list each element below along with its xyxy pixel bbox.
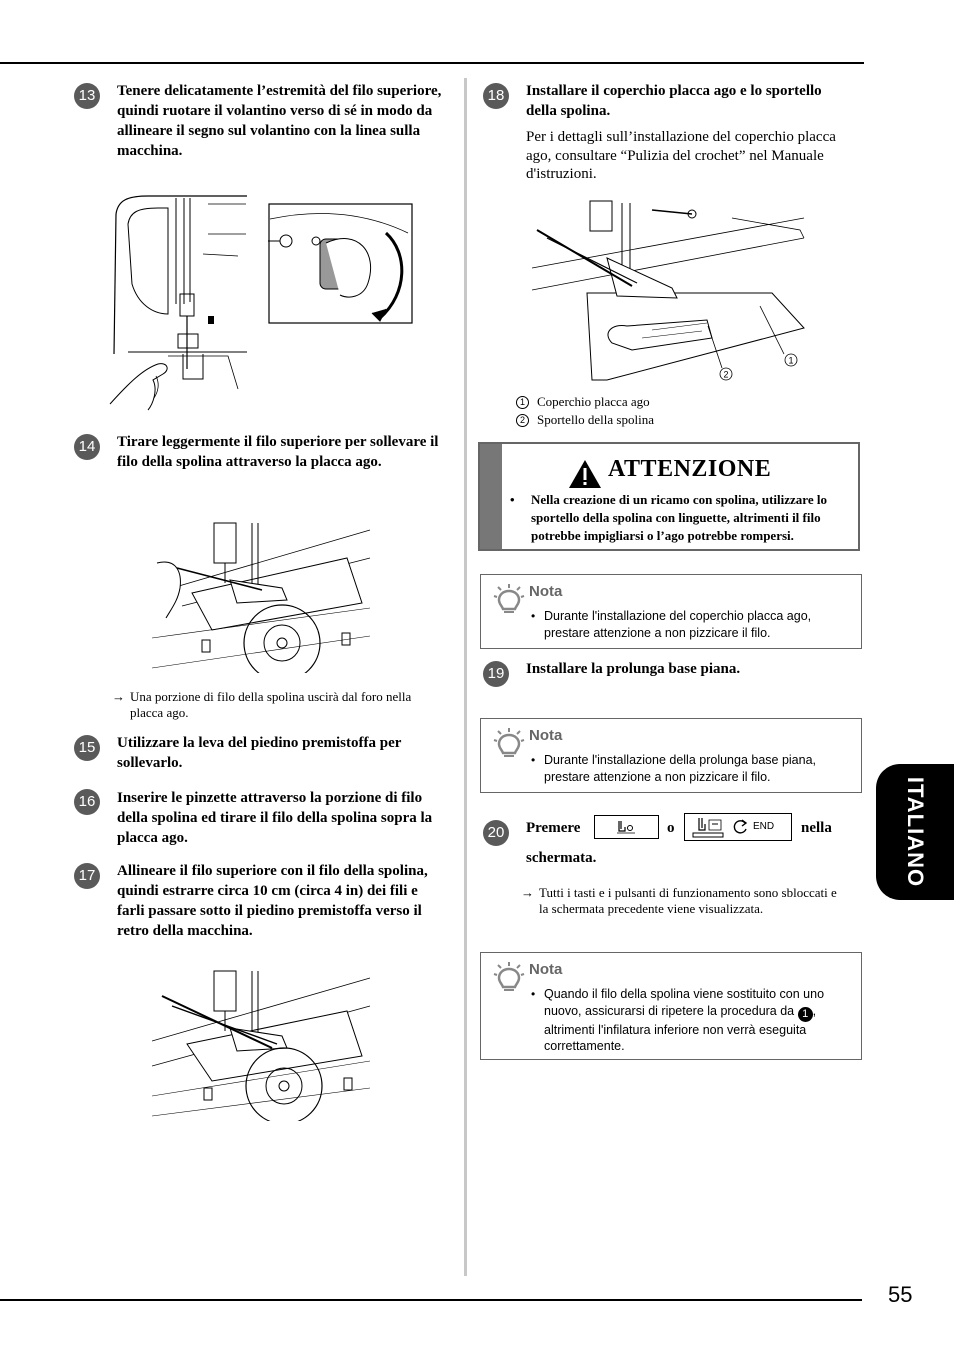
attention-text: Nella creazione di un ricamo con spolina… xyxy=(531,492,827,543)
illustration-threads-under-foot xyxy=(152,966,372,1121)
nota-3-text: Quando il filo della spolina viene sosti… xyxy=(544,986,849,1055)
illustration-machine-front xyxy=(108,194,248,412)
step-16-text: Inserire le pinzette attraverso la porzi… xyxy=(117,790,433,846)
illustration-needle-plate-cover: 1 2 xyxy=(532,198,812,384)
nota-3-text-before: Quando il filo della spolina viene sosti… xyxy=(544,987,825,1018)
nota-2-title: Nota xyxy=(529,727,563,744)
illustration-pull-bobbin-thread xyxy=(152,518,372,673)
nota-2-bullet: • xyxy=(531,753,536,767)
nota-2-text: Durante l'installazione della prolunga b… xyxy=(544,753,817,784)
step-13-badge: 13 xyxy=(74,83,100,109)
step-20-nella: nella xyxy=(801,820,832,836)
step-20-badge: 20 xyxy=(483,820,509,846)
nota-1-bullet: • xyxy=(531,609,536,623)
nota-3-bullet: • xyxy=(531,987,536,1001)
attention-bullet: • xyxy=(510,492,515,507)
refresh-icon xyxy=(731,818,749,841)
lightbulb-icon xyxy=(493,583,525,620)
presser-foot-key[interactable] xyxy=(594,815,659,839)
step-14-badge: 14 xyxy=(74,434,100,460)
step-20-schermata: schermata. xyxy=(526,850,597,866)
step-14-result: → Una porzione di filo della spolina usc… xyxy=(112,689,440,721)
step-20-result: → Tutti i tasti e i pulsanti di funziona… xyxy=(521,885,839,917)
end-label: END xyxy=(753,821,775,832)
step-17-text: Allineare il filo superiore con il filo … xyxy=(117,863,428,939)
step-13-text: Tenere delicatamente l’estremità del fil… xyxy=(117,83,442,159)
illustration-handwheel xyxy=(268,203,414,325)
step-16-badge: 16 xyxy=(74,789,100,815)
caption-2: 2 Sportello della spolina xyxy=(516,411,654,429)
arrow-icon: → xyxy=(521,885,534,900)
unlock-end-key[interactable]: END xyxy=(684,813,792,841)
step-19-badge: 19 xyxy=(483,661,509,687)
caption-2-number: 2 xyxy=(516,414,529,427)
nota-box-2: Nota • Durante l'installazione della pro… xyxy=(480,718,862,793)
nota-1-text: Durante l'installazione del coperchio pl… xyxy=(544,609,812,640)
step-17-badge: 17 xyxy=(74,863,100,889)
attention-title: ATTENZIONE xyxy=(608,456,772,482)
step-15-badge: 15 xyxy=(74,735,100,761)
caption-1-text: Coperchio placca ago xyxy=(537,394,650,409)
lightbulb-icon xyxy=(493,961,525,998)
step-18-text: Installare il coperchio placca ago e lo … xyxy=(526,83,822,119)
nota-box-1: Nota • Durante l'installazione del coper… xyxy=(480,574,862,649)
step-15-text: Utilizzare la leva del piedino premistof… xyxy=(117,735,402,771)
page-number: 55 xyxy=(888,1282,913,1307)
nota-1-title: Nota xyxy=(529,583,563,600)
arrow-icon: → xyxy=(112,689,125,704)
top-rule xyxy=(0,62,864,64)
callout-2-label: 2 xyxy=(723,370,728,380)
step-20-o: o xyxy=(667,820,675,836)
step-14-text: Tirare leggermente il filo superiore per… xyxy=(117,434,439,470)
language-tab-label: ITALIANO xyxy=(903,776,928,888)
attention-box: ATTENZIONE • Nella creazione di un ricam… xyxy=(478,442,860,551)
step-20-result-text: Tutti i tasti e i pulsanti di funzioname… xyxy=(539,885,837,916)
bottom-rule xyxy=(0,1299,862,1301)
caption-2-text: Sportello della spolina xyxy=(537,412,654,427)
nota-3-text-after: , altrimenti l'infilatura inferiore non … xyxy=(544,1003,817,1054)
language-tab: ITALIANO xyxy=(876,764,954,900)
step-19-text: Installare la prolunga base piana. xyxy=(526,661,741,677)
warning-icon xyxy=(568,459,602,494)
attention-bar xyxy=(480,444,502,549)
callout-1-label: 1 xyxy=(788,356,793,366)
step-18-body: Per i dettagli sull’installazione del co… xyxy=(526,129,836,182)
presser-foot-icon xyxy=(617,821,635,834)
nota-3-title: Nota xyxy=(529,961,563,978)
step-18-badge: 18 xyxy=(483,83,509,109)
lock-hand-icon xyxy=(691,816,727,843)
nota-box-3: Nota • Quando il filo della spolina vien… xyxy=(480,952,862,1060)
caption-1: 1 Coperchio placca ago xyxy=(516,393,650,411)
caption-1-number: 1 xyxy=(516,396,529,409)
lightbulb-icon xyxy=(493,727,525,764)
step-reference-badge: 1 xyxy=(797,1006,813,1022)
step-20-premere: Premere xyxy=(526,820,581,836)
column-divider xyxy=(464,78,467,1276)
step-14-result-text: Una porzione di filo della spolina uscir… xyxy=(130,689,412,720)
